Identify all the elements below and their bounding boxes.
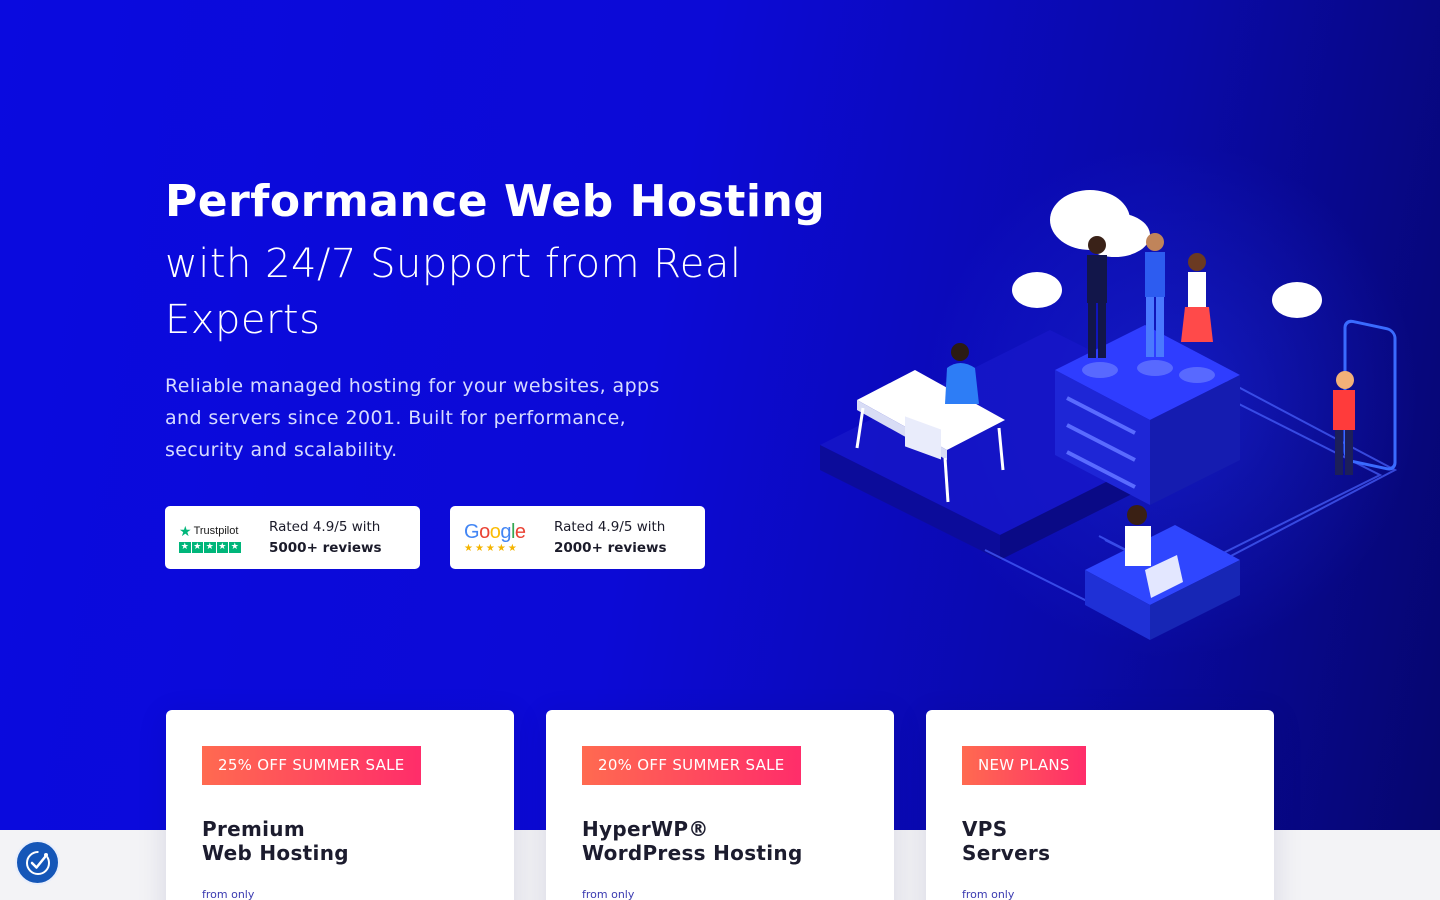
price-prefix: from only [962, 888, 1015, 900]
trustpilot-wordmark: Trustpilot [193, 525, 239, 537]
sale-badge: 20% OFF SUMMER SALE [582, 746, 801, 785]
plan-card-premium-web-hosting[interactable]: 25% OFF SUMMER SALE Premium Web Hosting … [166, 710, 514, 900]
sale-badge: 25% OFF SUMMER SALE [202, 746, 421, 785]
google-stars: ★★★★★ [464, 543, 519, 554]
hero-subtitle: with 24/7 Support from Real Experts [165, 241, 742, 343]
support-desk [855, 343, 1005, 503]
cloud-icons [1012, 190, 1322, 318]
phone-user [1333, 319, 1397, 475]
plan-title: Premium Web Hosting [202, 817, 349, 865]
price-prefix: from only [202, 888, 255, 900]
star-icon: ★ [179, 522, 192, 539]
google-logo: Google ★★★★★ [464, 521, 542, 554]
accessibility-button[interactable] [15, 840, 60, 885]
google-wordmark: Google [464, 521, 526, 543]
trustpilot-stars: ★★★★★ [179, 541, 241, 553]
google-review-badge[interactable]: Google ★★★★★ Rated 4.9/5 with 2000+ revi… [450, 506, 705, 569]
new-plans-badge: NEW PLANS [962, 746, 1086, 785]
sofa-user [1085, 505, 1240, 640]
plan-card-hyperwp-wordpress-hosting[interactable]: 20% OFF SUMMER SALE HyperWP® WordPress H… [546, 710, 894, 900]
hero-section: Performance Web Hosting with 24/7 Suppor… [0, 0, 1440, 830]
trustpilot-review-text: Rated 4.9/5 with 5000+ reviews [269, 517, 382, 559]
review-rating: Rated 4.9/5 with [269, 518, 381, 535]
plan-card-vps-servers[interactable]: NEW PLANS VPS Servers from only [926, 710, 1274, 900]
accessibility-check-icon [25, 850, 50, 875]
isometric-team-servers-illustration [820, 190, 1398, 640]
hero-title: Performance Web Hosting [165, 176, 826, 227]
plan-title: VPS Servers [962, 817, 1051, 865]
review-rating: Rated 4.9/5 with [554, 518, 666, 535]
trustpilot-logo: ★ Trustpilot ★★★★★ [179, 523, 257, 553]
team-figures [1082, 233, 1215, 383]
review-count: 5000+ reviews [269, 539, 382, 556]
google-review-text: Rated 4.9/5 with 2000+ reviews [554, 517, 667, 559]
hero-description: Reliable managed hosting for your websit… [165, 375, 660, 461]
price-prefix: from only [582, 888, 635, 900]
trustpilot-review-badge[interactable]: ★ Trustpilot ★★★★★ Rated 4.9/5 with 5000… [165, 506, 420, 569]
plan-title: HyperWP® WordPress Hosting [582, 817, 803, 865]
review-count: 2000+ reviews [554, 539, 667, 556]
